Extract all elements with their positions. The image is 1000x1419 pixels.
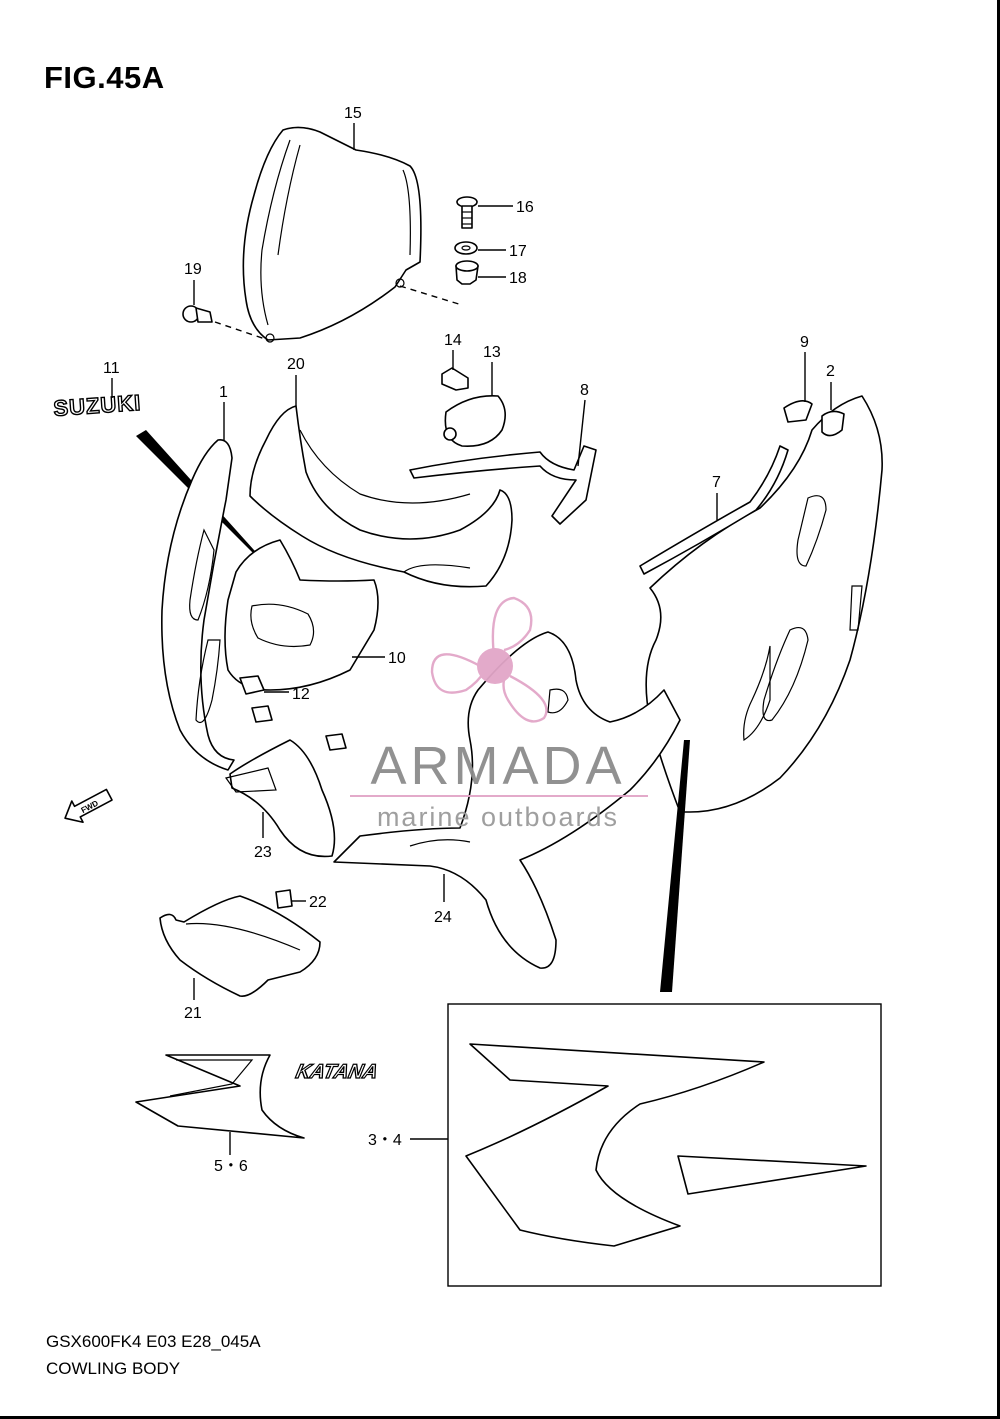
figure-title: FIG.45A [44,60,165,95]
trim-strip-7 [639,445,789,575]
callout-21: 21 [184,1005,202,1022]
callout-17: 17 [509,243,527,260]
callout-20: 20 [287,356,305,373]
suzuki-emblem: SUZUKI [52,389,143,421]
katana-decal-text: KATANA [294,1061,380,1083]
propeller-logo-icon [430,596,548,723]
nut-small-a [251,705,273,723]
callout-11: 11 [103,360,120,377]
callout-16: 16 [516,199,534,216]
callout-labels: 1 2 3・4 5・6 7 8 9 10 11 12 13 14 15 16 1… [103,105,835,1175]
callout-24: 24 [434,909,452,926]
suzuki-logo-text: SUZUKI [53,390,142,421]
trim-strip-8 [409,445,597,525]
callout-7: 7 [712,474,721,491]
screw-16 [456,196,478,229]
bracket-13 [443,395,506,447]
washer-17 [454,241,478,255]
duct-23 [224,739,336,858]
callout-3-4: 3・4 [368,1132,402,1149]
propeller-blade-right [502,674,548,723]
rivet-19 [182,305,213,323]
decal-3-4: KATANA [293,1043,867,1247]
bolt-14 [441,367,469,391]
callout-2: 2 [826,363,835,380]
callout-18: 18 [509,270,527,287]
callout-9: 9 [800,334,809,351]
armada-watermark: ARMADA marine outboards [350,596,648,832]
under-cover-21 [159,895,321,997]
nut-18 [455,260,479,285]
fwd-arrow-icon: FWD [64,788,113,824]
callout-14: 14 [444,332,462,349]
callout-8: 8 [580,382,589,399]
callout-1: 1 [219,384,228,401]
cowling-left-part [161,439,235,771]
model-code: GSX600FK4 E03 E28_045A [46,1332,261,1351]
decal-5-6 [135,1054,305,1139]
callout-12: 12 [292,686,310,703]
inner-panel-part [224,539,379,691]
leader-wedge-right [660,740,690,992]
cowling-right-part [645,395,883,813]
nut-small-b [325,733,347,751]
windscreen-part [214,126,463,343]
callout-22: 22 [309,894,327,911]
callout-10: 10 [388,650,406,667]
callout-19: 19 [184,261,202,278]
propeller-hub [477,648,513,684]
watermark-brand: ARMADA [370,736,625,796]
callout-23: 23 [254,844,272,861]
propeller-blade-top [491,596,533,657]
callout-13: 13 [483,344,501,361]
clip-22 [275,889,293,909]
section-name: COWLING BODY [46,1359,181,1378]
callout-5-6: 5・6 [214,1158,248,1175]
watermark-tagline: marine outboards [377,802,619,832]
upper-fairing-part [249,405,513,588]
lower-fairing-24 [333,631,681,969]
callout-15: 15 [344,105,362,122]
clip-12 [239,675,265,695]
propeller-blade-left [430,653,486,694]
